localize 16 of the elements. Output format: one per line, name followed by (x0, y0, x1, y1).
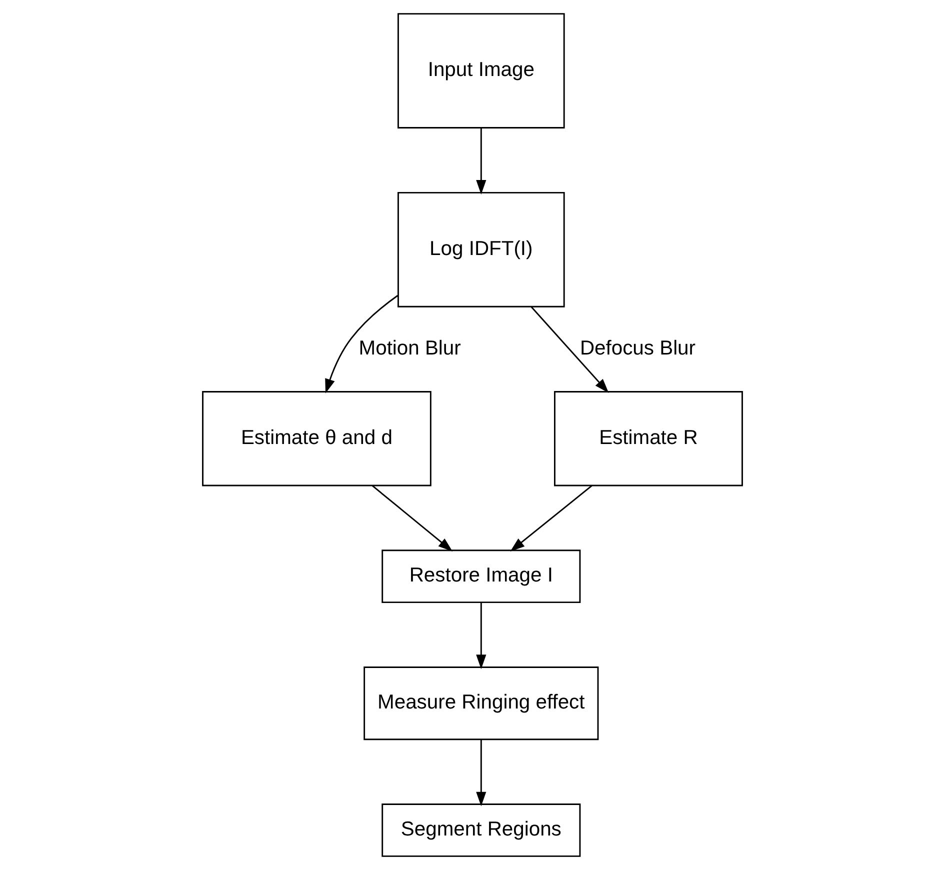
node-box: Restore Image I (381, 550, 580, 604)
node-box: Input Image (397, 13, 564, 128)
arrow (476, 740, 486, 806)
node-box: Segment Regions (381, 804, 580, 857)
arrow (530, 306, 608, 393)
arrow (324, 295, 398, 394)
edge-label: Motion Blur (358, 338, 460, 360)
arrow (371, 485, 452, 552)
node-box: Measure Ringing effect (363, 666, 598, 740)
arrow (476, 602, 486, 670)
arrow (476, 128, 486, 194)
node-box: Log IDFT(I) (397, 192, 564, 308)
node-box: Estimate θ and d (202, 391, 431, 486)
node-box: Estimate R (554, 391, 742, 486)
edge-label: Defocus Blur (579, 338, 696, 360)
arrow (510, 485, 592, 552)
